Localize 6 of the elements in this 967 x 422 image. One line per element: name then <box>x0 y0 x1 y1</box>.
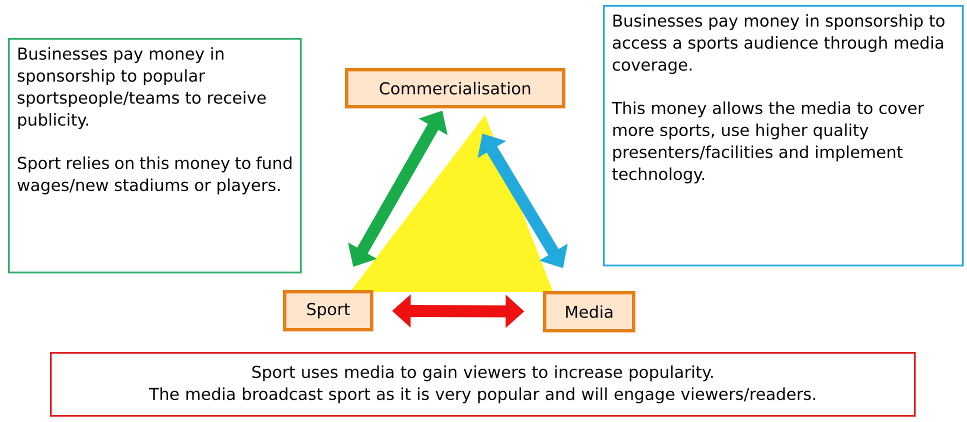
label-box: Sport <box>283 290 374 332</box>
text-box: Businesses pay money in sponsorship to popular sportspeople/teams to receive publicity. Sport relies on this money to fund wages/new stadiums or players. <box>8 38 302 274</box>
label-box: Media <box>543 291 636 332</box>
text-box: Sport uses media to gain viewers to increase popularity. The media broadcast sport as it is very popular and will engage viewers/readers. <box>50 352 916 417</box>
label-box: Commercialisation <box>345 68 566 108</box>
text-box: Businesses pay money in sponsorship to access a sports audience through media coverage. This money allows the media to cover more sports, use higher quality presenters/facilities and implement technology. <box>603 5 964 266</box>
